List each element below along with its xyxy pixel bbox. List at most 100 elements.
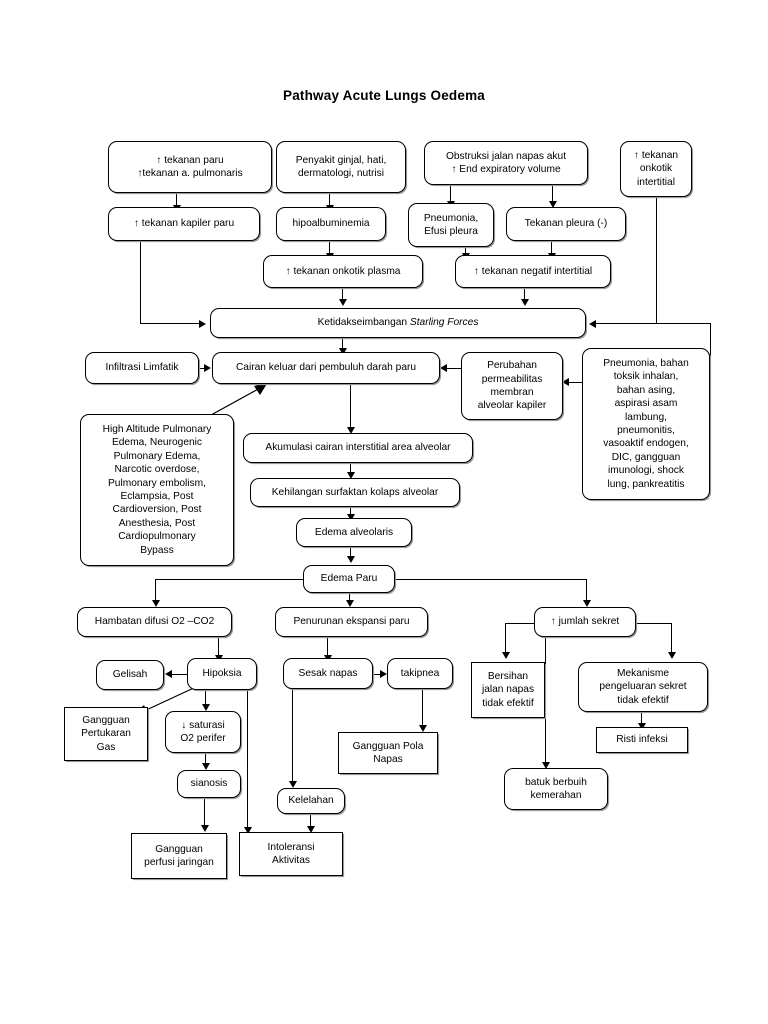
- connector: [552, 185, 554, 203]
- node-label: Akumulasi cairan interstitial area alveo…: [265, 442, 451, 454]
- arrowhead: [520, 299, 529, 306]
- node-tekanan-negatif-intertitial: ↑ tekanan negatif intertitial: [455, 255, 611, 288]
- arrowhead: [346, 514, 355, 521]
- node-tekanan-pleura: Tekanan pleura (-): [506, 207, 626, 241]
- connector: [172, 673, 188, 675]
- node-label: ↑ jumlah sekret: [550, 616, 620, 628]
- starling-prefix: Ketidakseimbangan: [317, 317, 410, 329]
- node-label: Penurunan ekspansi paru: [293, 616, 410, 628]
- node-cairan-keluar: Cairan keluar dari pembuluh darah paru: [212, 352, 440, 384]
- node-label: ↑ tekanan negatif intertitial: [473, 265, 593, 277]
- arrowhead: [204, 364, 211, 372]
- node-label: Sesak napas: [298, 667, 358, 679]
- connector: [329, 241, 331, 255]
- connector: [342, 288, 344, 301]
- starling-italic: Starling Forces: [409, 317, 479, 329]
- connector: [218, 637, 220, 657]
- node-label: sianosis: [190, 778, 228, 790]
- node-label: Hambatan difusi O2 –CO2: [94, 616, 215, 628]
- connector: [545, 637, 547, 765]
- arrowhead: [345, 600, 354, 607]
- connector: [657, 323, 711, 325]
- connector: [393, 579, 587, 581]
- node-label: Pneumonia,Efusi pleura: [423, 212, 479, 237]
- connector: [140, 241, 142, 324]
- node-penurunan-ekspansi-paru: Penurunan ekspansi paru: [275, 607, 428, 637]
- node-ketidakseimbangan-starling-forces: Ketidakseimbangan Starling Forces: [210, 308, 586, 338]
- arrowhead: [501, 652, 510, 659]
- arrowhead: [667, 652, 676, 659]
- connector: [586, 579, 588, 603]
- connector: [327, 637, 329, 657]
- connector: [641, 712, 643, 726]
- arrowhead: [541, 762, 550, 769]
- arrowhead: [338, 299, 347, 306]
- arrowhead: [151, 600, 160, 607]
- connector: [155, 579, 305, 581]
- connector: [349, 593, 351, 603]
- connector: [292, 689, 294, 784]
- node-sianosis: sianosis: [177, 770, 241, 798]
- arrowhead: [200, 825, 209, 832]
- node-tekanan-paru: ↑ tekanan paru↑tekanan a. pulmonaris: [108, 141, 272, 193]
- connector: [350, 507, 352, 517]
- connector: [199, 367, 206, 369]
- connector: [247, 690, 249, 830]
- connector: [568, 381, 583, 383]
- node-label: Gelisah: [112, 669, 148, 681]
- node-sesak-napas: Sesak napas: [283, 658, 373, 689]
- connector: [596, 323, 657, 325]
- arrowhead: [201, 704, 210, 711]
- connector: [505, 623, 507, 655]
- arrowhead: [440, 364, 447, 372]
- connector: [176, 193, 178, 207]
- node-takipnea: takipnea: [387, 658, 453, 689]
- connector: [205, 753, 207, 767]
- arrowhead: [243, 827, 252, 834]
- node-label: ↑ tekanan kapiler paru: [133, 218, 235, 230]
- connector: [310, 814, 312, 830]
- connector: [656, 197, 658, 324]
- node-obstruksi-jalan-napas: Obstruksi jalan napas akut↑ End expirato…: [424, 141, 588, 185]
- node-label: Kehilangan surfaktan kolaps alveolar: [271, 486, 439, 498]
- node-penyakit-ginjal: Penyakit ginjal, hati,dermatologi, nutri…: [276, 141, 406, 193]
- connector: [446, 367, 462, 369]
- arrowhead: [346, 556, 355, 563]
- node-label: Kelelahan: [288, 795, 334, 807]
- node-label: Edema Paru: [320, 573, 378, 585]
- connector: [155, 579, 157, 603]
- node-label: hipoalbuminemia: [292, 218, 370, 230]
- node-label: Edema alveolaris: [314, 526, 394, 538]
- connector: [450, 185, 452, 203]
- node-tekanan-onkotik-plasma: ↑ tekanan onkotik plasma: [263, 255, 423, 288]
- arrowhead: [199, 319, 206, 328]
- connector: [204, 798, 206, 828]
- node-kelelahan: Kelelahan: [277, 788, 345, 814]
- arrowhead: [380, 670, 387, 678]
- node-jumlah-sekret: ↑ jumlah sekret: [534, 607, 636, 637]
- node-hipoalbuminemia: hipoalbuminemia: [276, 207, 386, 241]
- connector: [422, 689, 424, 728]
- node-label: ↑ tekanan paru↑tekanan a. pulmonaris: [137, 154, 243, 179]
- node-hambatan-difusi: Hambatan difusi O2 –CO2: [77, 607, 232, 637]
- connector: [635, 623, 672, 625]
- node-label: ↑ tekanan onkotik plasma: [285, 265, 401, 277]
- node-label: Tekanan pleura (-): [524, 218, 608, 230]
